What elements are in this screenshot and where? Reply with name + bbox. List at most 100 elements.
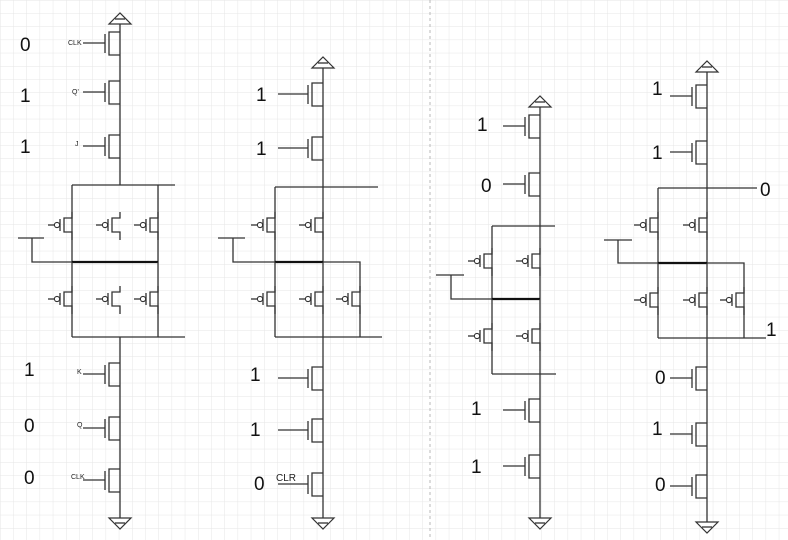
c4-bottom-1-value: 0: [655, 368, 666, 389]
transistor-channel: [528, 454, 540, 479]
c1-k-value: 1: [24, 360, 35, 381]
gate-bubble-icon: [473, 257, 481, 265]
transistor-channel: [531, 323, 541, 351]
transistor-channel: [108, 31, 120, 56]
gate-bubble-icon: [473, 332, 481, 340]
gate-bubble-icon: [639, 296, 647, 304]
gate-bubble-icon: [304, 295, 312, 303]
transistor-channel: [108, 416, 120, 441]
c1-clk-bottom-value: 0: [24, 468, 35, 489]
circuit-2: [218, 56, 382, 530]
transistor-channel: [111, 286, 121, 314]
transistor-channel: [311, 366, 323, 391]
transistor-channel: [314, 286, 324, 314]
c2-bottom-2-value: 1: [250, 420, 261, 441]
transistor-channel: [63, 212, 73, 240]
c1-clk-bottom-label: CLK: [71, 474, 85, 481]
transistor-channel: [483, 248, 493, 276]
c1-q-bar-value: 1: [20, 86, 31, 107]
c3-top-2-value: 0: [481, 176, 492, 197]
c2-top-1-value: 1: [256, 85, 267, 106]
gate-bubble-icon: [53, 221, 61, 229]
gate-bubble-icon: [101, 295, 109, 303]
gate-bubble-icon: [521, 257, 529, 265]
gate-bubble-icon: [256, 295, 264, 303]
c2-clr-label: CLR: [276, 473, 297, 484]
transistor-channel: [108, 362, 120, 387]
c2-clr-value: 0: [254, 474, 265, 495]
transistor-channel: [311, 82, 323, 107]
c1-j-label: J: [75, 141, 79, 148]
c1-k-label: K: [77, 369, 82, 376]
gate-bubble-icon: [521, 332, 529, 340]
gate-bubble-icon: [688, 221, 696, 229]
c4-top-1-value: 1: [652, 79, 663, 100]
circuit-3: [436, 95, 556, 530]
c1-q-value: 0: [24, 416, 35, 437]
c1-q-label: Q: [77, 422, 83, 429]
transistor-channel: [695, 84, 707, 109]
wire: [31, 238, 72, 263]
gate-bubble-icon: [101, 221, 109, 229]
circuit-1: [18, 12, 185, 530]
transistor-channel: [528, 398, 540, 423]
transistor-channel: [531, 248, 541, 276]
gate-bubble-icon: [139, 295, 147, 303]
transistor-channel: [149, 212, 159, 240]
gate-bubble-icon: [639, 221, 647, 229]
wire: [232, 238, 275, 263]
transistor-channel: [111, 212, 121, 240]
transistor-channel: [63, 286, 73, 314]
gate-bubble-icon: [304, 221, 312, 229]
gate-bubble-icon: [341, 295, 349, 303]
transistor-channel: [695, 474, 707, 499]
c3-bottom-1-value: 1: [471, 399, 482, 420]
transistor-channel: [266, 286, 276, 314]
transistor-channel: [266, 212, 276, 240]
gate-bubble-icon: [256, 221, 264, 229]
transistor-channel: [108, 80, 120, 105]
transistor-channel: [695, 140, 707, 165]
c4-bottom-2-value: 1: [652, 419, 663, 440]
transistor-channel: [311, 472, 323, 497]
circuit-4: [604, 60, 766, 534]
transistor-channel: [695, 366, 707, 391]
c1-clk-top-label: CLK: [68, 40, 82, 47]
gate-bubble-icon: [139, 221, 147, 229]
c2-bottom-1-value: 1: [250, 365, 261, 386]
transistor-channel: [311, 418, 323, 443]
transistor-channel: [108, 468, 120, 493]
transistor-channel: [528, 172, 540, 197]
c4-right-bottom-value: 1: [766, 320, 777, 341]
transistor-channel: [108, 134, 120, 159]
transistor-channel: [735, 287, 745, 315]
c4-top-2-value: 1: [652, 143, 663, 164]
wire: [450, 275, 492, 300]
gate-bubble-icon: [688, 296, 696, 304]
gate-bubble-icon: [53, 295, 61, 303]
c1-q-bar-label: Q': [72, 89, 79, 96]
c3-top-1-value: 1: [477, 115, 488, 136]
transistor-channel: [311, 136, 323, 161]
gate-bubble-icon: [725, 296, 733, 304]
transistor-channel: [695, 422, 707, 447]
transistor-channel: [698, 212, 708, 240]
transistor-channel: [528, 114, 540, 139]
transistor-channel: [483, 323, 493, 351]
transistor-channel: [649, 287, 659, 315]
wire: [617, 240, 658, 264]
transistor-channel: [698, 287, 708, 315]
c4-right-top-value: 0: [760, 180, 771, 201]
transistor-channel: [149, 286, 159, 314]
transistor-channel: [314, 212, 324, 240]
c1-j-value: 1: [20, 137, 31, 158]
c2-top-2-value: 1: [256, 139, 267, 160]
c1-clk-top-value: 0: [20, 35, 31, 56]
transistor-channel: [351, 286, 361, 314]
c3-bottom-2-value: 1: [471, 457, 482, 478]
c4-bottom-3-value: 0: [655, 475, 666, 496]
transistor-channel: [649, 212, 659, 240]
